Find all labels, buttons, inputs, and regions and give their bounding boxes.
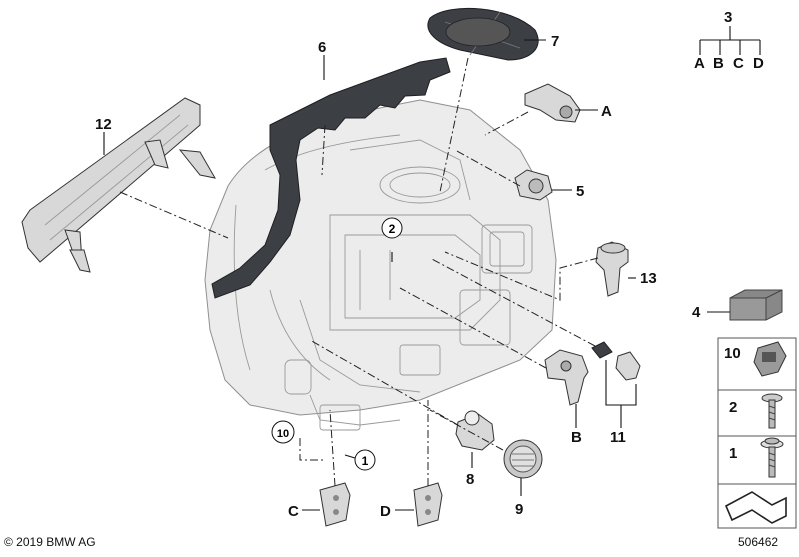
bulb-socket-part-8 — [455, 410, 495, 451]
adjuster-part-a — [524, 83, 581, 123]
circled-callout-2: 2 — [389, 222, 396, 236]
bracket-part-c — [319, 482, 351, 527]
leader-lines — [103, 26, 761, 511]
cover-cap-part — [427, 7, 539, 61]
callout-c: C — [288, 503, 299, 520]
assembly-lines — [119, 57, 599, 487]
screw-with-washer-icon — [760, 437, 784, 478]
variant-a: A — [694, 55, 705, 72]
circled-callout-1: 1 — [362, 454, 369, 468]
callout-8: 8 — [466, 471, 474, 488]
legend-number-2: 2 — [729, 399, 737, 416]
socket-part-11 — [591, 341, 641, 381]
callout-11: 11 — [610, 429, 626, 446]
callout-5: 5 — [576, 183, 584, 200]
seal-strip-part — [211, 57, 451, 299]
callout-6: 6 — [318, 39, 326, 56]
bracket-symbol-icon — [724, 491, 787, 524]
callout-3: 3 — [724, 9, 732, 26]
connector-part-13 — [595, 241, 629, 297]
bracket-part-b — [544, 349, 589, 406]
callout-7: 7 — [551, 33, 559, 50]
legend-number-10: 10 — [724, 345, 741, 362]
variant-d: D — [753, 55, 764, 72]
callout-13: 13 — [640, 270, 657, 287]
bracket-part — [21, 97, 216, 273]
bracket-part-d — [413, 482, 443, 527]
diagram-number: 506462 — [738, 535, 778, 549]
variant-b: B — [713, 55, 724, 72]
callout-labels: 6 7 A 5 13 12 4 B 11 8 9 C D 3 A B C D — [95, 9, 764, 520]
block-part-4 — [729, 289, 783, 321]
callout-d: D — [380, 503, 391, 520]
callout-a: A — [601, 103, 612, 120]
circled-callouts: 2 1 10 — [271, 217, 403, 471]
screw-icon — [761, 393, 783, 429]
variant-c: C — [733, 55, 744, 72]
circled-callout-10: 10 — [277, 428, 289, 440]
legend-number-1: 1 — [729, 445, 737, 462]
fastener-legend: 10 2 1 — [717, 337, 797, 529]
callout-b: B — [571, 429, 582, 446]
clip-icon — [753, 341, 787, 377]
cap-part-9 — [503, 439, 543, 479]
callout-9: 9 — [515, 501, 523, 518]
copyright-text: © 2019 BMW AG — [4, 535, 96, 549]
callout-12: 12 — [95, 116, 112, 133]
bulb-part-5 — [514, 169, 553, 201]
callout-4: 4 — [692, 304, 701, 321]
